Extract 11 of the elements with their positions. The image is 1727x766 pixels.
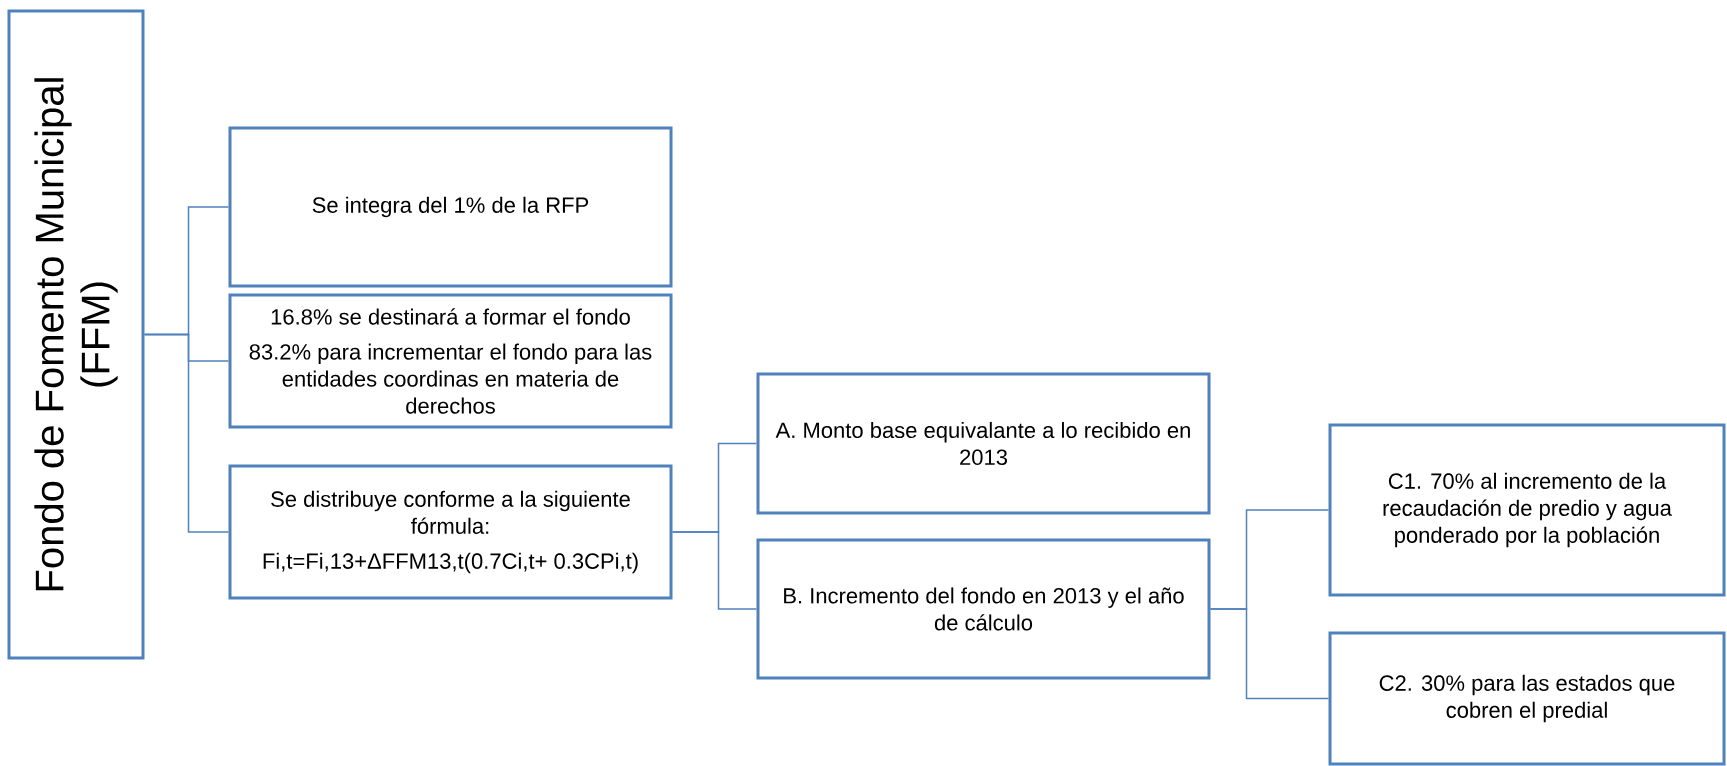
connector bbox=[1209, 608, 1330, 700]
text-box: A. Monto base equivalante a lo recibido en 2013 bbox=[756, 372, 1211, 515]
text-box: Se integra del 1% de la RFP bbox=[228, 126, 673, 288]
text-box: C1. 70% al incremento de la recaudación de predio y agua ponderado por la población bbox=[1328, 423, 1726, 597]
text-box: C2. 30% para las estados que cobren el predial bbox=[1328, 631, 1726, 766]
text-box: 16.8% se destinará a formar el fondo 83.2% para incrementar el fondo para las entidades coordinas en materia de derechos bbox=[228, 293, 673, 429]
text-box: Se distribuye conforme a la siguiente fórmula: Fi,t=Fi,13+ΔFFM13,t(0.7Ci,t+ 0.3CPi,t) bbox=[228, 464, 673, 600]
connector bbox=[143, 333, 230, 533]
text-box: B. Incremento del fondo en 2013 y el año de cálculo bbox=[756, 538, 1211, 680]
connector bbox=[671, 531, 758, 610]
title-box: Fondo de Fomento Municipal (FFM) bbox=[7, 9, 145, 660]
